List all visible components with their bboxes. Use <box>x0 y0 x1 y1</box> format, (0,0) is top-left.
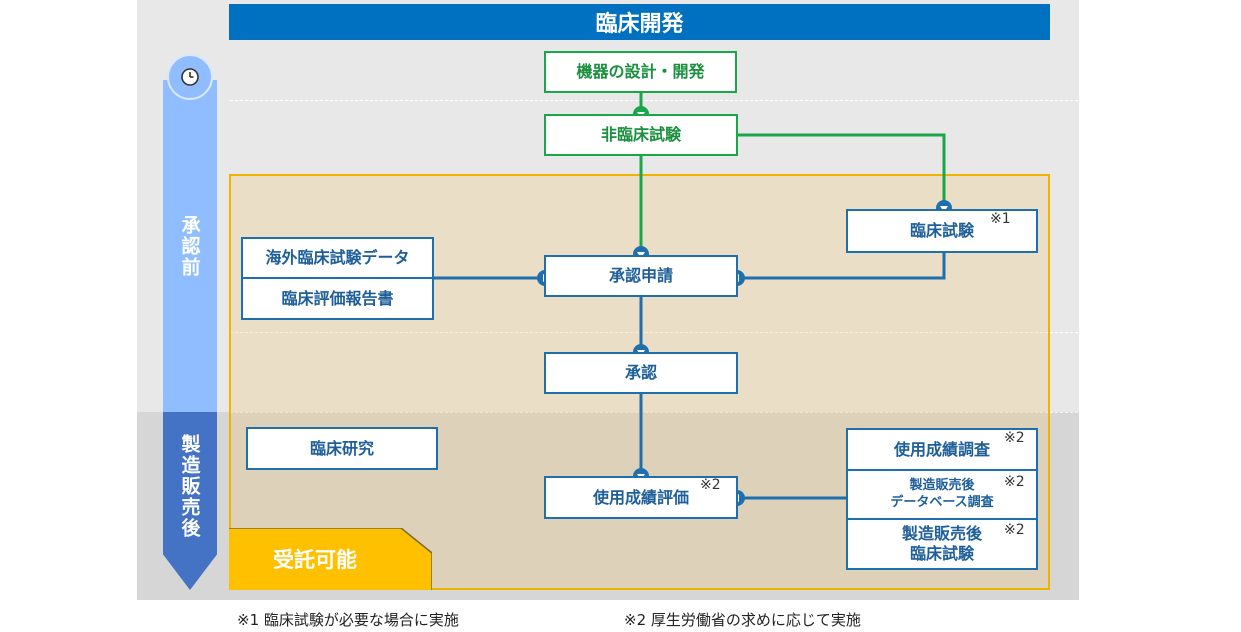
box-usage-survey: 使用成績調査 <box>846 428 1038 471</box>
box-nonclinical-test: 非臨床試験 <box>544 114 738 156</box>
box-pms-database: 製造販売後 データベース調査 <box>846 469 1038 520</box>
note-mark: ※2 <box>1004 430 1025 446</box>
note-mark: ※2 <box>1004 522 1025 538</box>
box-clinical-trial: 臨床試験 <box>846 209 1038 253</box>
note-mark: ※2 <box>1004 474 1025 490</box>
box-approval-application: 承認申請 <box>544 255 738 297</box>
phase-post-market: 製造販売後 <box>163 412 217 590</box>
box-usage-evaluation-label: 使用成績評価 <box>592 487 689 507</box>
page-title: 臨床開発 <box>229 4 1050 40</box>
divider-line <box>230 412 1078 413</box>
phase-pre-label: 承認前 <box>178 214 201 278</box>
box-pms-clinical-trial-line2: 臨床試験 <box>909 544 974 563</box>
box-pms-database-line1: 製造販売後 <box>909 478 975 494</box>
box-overseas-data: 海外臨床試験データ <box>241 237 434 279</box>
box-device-design: 機器の設計・開発 <box>544 51 737 93</box>
box-clinical-trial-label: 臨床試験 <box>909 221 974 240</box>
connector-line <box>737 252 946 280</box>
accepted-label-tab: 受託可能 <box>229 528 432 590</box>
box-usage-evaluation: 使用成績評価 <box>544 476 738 519</box>
note-mark: ※1 <box>990 211 1011 227</box>
footnote-1: ※1 臨床試験が必要な場合に実施 <box>237 611 459 629</box>
connector-line <box>738 133 946 208</box>
divider-line <box>230 332 1078 333</box>
box-pms-database-line2: データベース調査 <box>890 494 994 510</box>
phase-post-label: 製造販売後 <box>178 433 201 539</box>
divider-line <box>230 100 1078 101</box>
box-clinical-research: 臨床研究 <box>246 427 438 470</box>
box-pms-clinical-trial: 製造販売後 臨床試験 <box>846 518 1038 570</box>
footnote-2: ※2 厚生労働省の求めに応じて実施 <box>624 611 861 629</box>
box-approval: 承認 <box>544 352 738 394</box>
box-pms-clinical-trial-line1: 製造販売後 <box>901 524 982 543</box>
note-mark: ※2 <box>700 477 721 493</box>
box-clinical-eval-report: 臨床評価報告書 <box>241 277 434 320</box>
phase-pre-approval: 承認前 <box>163 80 217 412</box>
clock-icon <box>167 54 213 100</box>
box-usage-survey-label: 使用成績調査 <box>893 439 990 459</box>
accepted-label: 受託可能 <box>273 548 357 572</box>
